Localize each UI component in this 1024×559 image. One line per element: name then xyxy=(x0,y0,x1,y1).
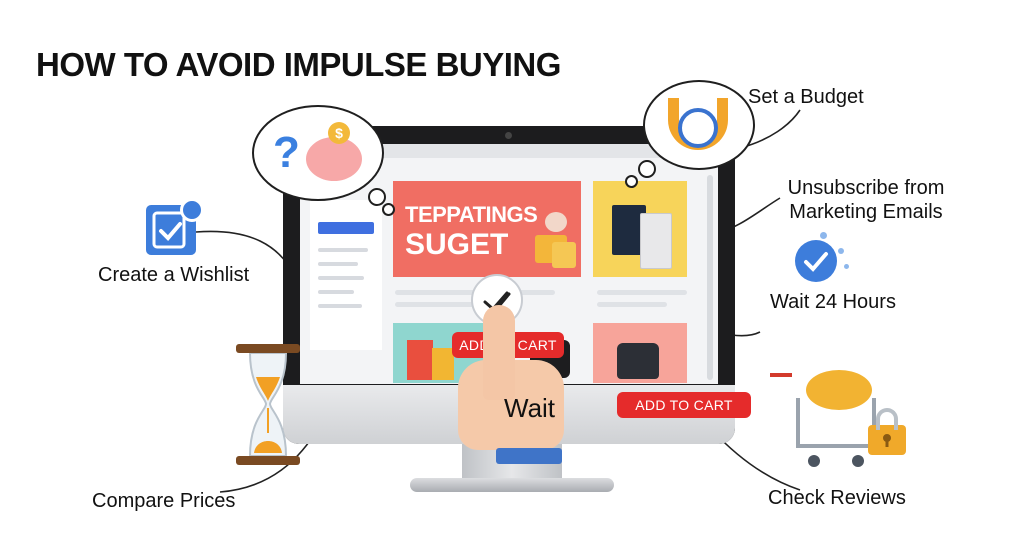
add-to-cart-button-secondary[interactable]: ADD TO CART xyxy=(617,392,751,418)
monitor-stand-base xyxy=(410,478,614,492)
sleeve-cuff xyxy=(496,448,562,464)
tip-create-wishlist: Create a Wishlist xyxy=(98,264,250,286)
stopwatch-icon xyxy=(678,108,718,148)
tip-unsubscribe: Unsubscribe from Marketing Emails xyxy=(778,176,954,224)
tip-unsubscribe-line-2: Marketing Emails xyxy=(789,201,943,223)
sidebar-line xyxy=(318,276,364,280)
gift-box-icon xyxy=(407,340,433,380)
hourglass-base xyxy=(236,456,300,465)
sidebar-line xyxy=(318,304,362,308)
tip-set-budget: Set a Budget xyxy=(748,86,864,108)
thought-bubble-dot xyxy=(638,160,656,178)
tip-wait-24-hours: Wait 24 Hours xyxy=(770,291,896,313)
placeholder-line xyxy=(395,302,515,307)
tip-compare-prices: Compare Prices xyxy=(92,490,236,512)
thought-bubble-dot xyxy=(368,188,386,206)
cart-wheel xyxy=(808,455,820,467)
padlock-icon xyxy=(868,425,906,455)
banner-line-2: SUGET xyxy=(405,228,509,261)
tip-unsubscribe-line-1: Unsubscribe from xyxy=(787,177,945,199)
question-mark-icon: ? xyxy=(273,128,300,177)
shopping-bag-icon xyxy=(640,213,672,269)
coin-icon: $ xyxy=(328,122,350,144)
placeholder-line xyxy=(597,302,667,307)
gift-box-icon xyxy=(552,242,576,268)
dot-decoration xyxy=(820,232,827,239)
dot-decoration xyxy=(844,264,849,269)
padlock-shackle xyxy=(876,408,898,430)
cart-handle xyxy=(770,373,792,377)
check-badge-icon xyxy=(795,240,837,282)
browser-bar xyxy=(300,144,718,158)
dot-decoration xyxy=(838,248,844,254)
handbag-icon xyxy=(617,343,659,379)
pointing-finger-icon xyxy=(483,305,515,400)
shopping-cart-icon xyxy=(796,398,876,448)
sidebar-line xyxy=(318,262,358,266)
banner-text: TEPPATINGS SUGET xyxy=(405,200,538,261)
tip-check-reviews: Check Reviews xyxy=(768,487,906,509)
gear-icon xyxy=(180,198,204,222)
webcam xyxy=(505,132,512,139)
placeholder-line xyxy=(597,290,687,295)
heart-balloon-icon xyxy=(545,212,567,232)
wait-label: Wait xyxy=(504,393,556,423)
hourglass-top xyxy=(236,344,300,353)
hourglass-icon xyxy=(246,352,290,457)
banner-line-1: TEPPATINGS xyxy=(405,202,538,227)
thought-bubble-dot xyxy=(382,203,395,216)
page-title: HOW TO AVOID IMPULSE BUYING xyxy=(36,46,561,83)
sidebar-line xyxy=(318,248,368,252)
gold-coins-icon xyxy=(806,370,872,410)
screen-scrollbar[interactable] xyxy=(707,175,713,380)
cart-wheel xyxy=(852,455,864,467)
sidebar-button[interactable] xyxy=(318,222,374,234)
piggy-bank-icon xyxy=(306,137,362,181)
thought-bubble-dot xyxy=(625,175,638,188)
sidebar-line xyxy=(318,290,354,294)
gift-box-icon xyxy=(432,348,454,380)
